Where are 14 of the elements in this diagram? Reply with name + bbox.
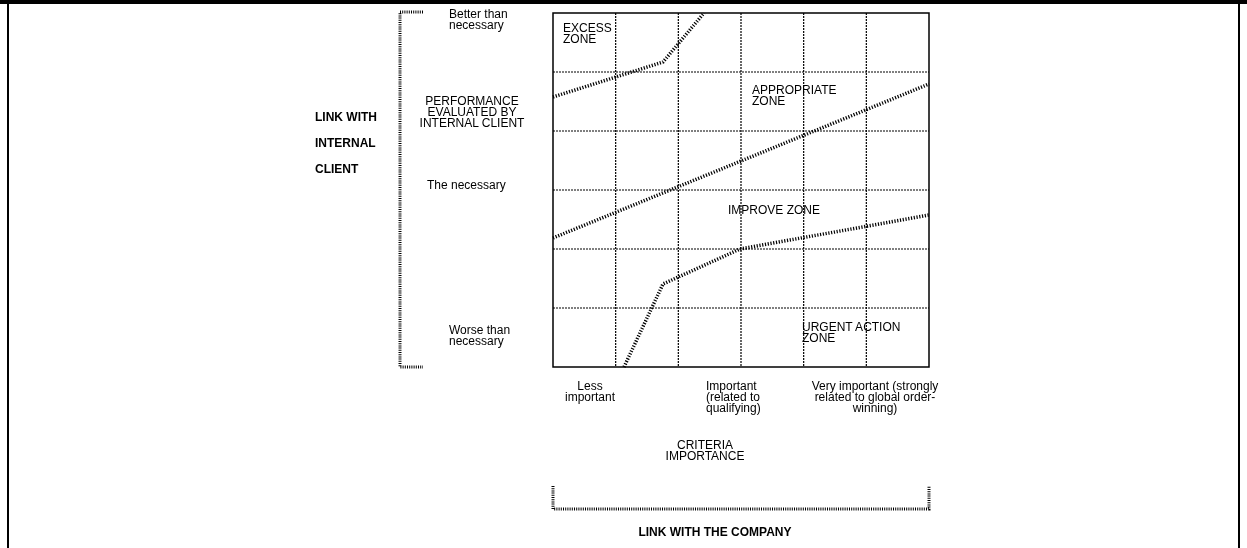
scale-label: Very important (strongly related to global order-winning) <box>810 381 940 414</box>
scale-label: The necessary <box>427 180 507 191</box>
axis-title: LINK WITH THE COMPANY <box>637 527 793 538</box>
scale-label: Better than necessary <box>449 9 509 31</box>
scale-label: Worse than necessary <box>449 325 512 347</box>
zone-label: URGENT ACTION ZONE <box>802 322 902 344</box>
zone-label: IMPROVE ZONE <box>728 205 821 216</box>
zone-label: APPROPRIATE ZONE <box>752 85 838 107</box>
axis-title: LINK WITH INTERNAL CLIENT <box>315 109 378 178</box>
scale-label: Less important <box>564 381 616 403</box>
axis-label: CRITERIA IMPORTANCE <box>664 440 746 462</box>
zone-label: EXCESS ZONE <box>563 23 613 45</box>
axis-label: PERFORMANCE EVALUATED BY INTERNAL CLIENT <box>418 96 526 129</box>
scale-label: Important (related to qualifying) <box>706 381 762 414</box>
